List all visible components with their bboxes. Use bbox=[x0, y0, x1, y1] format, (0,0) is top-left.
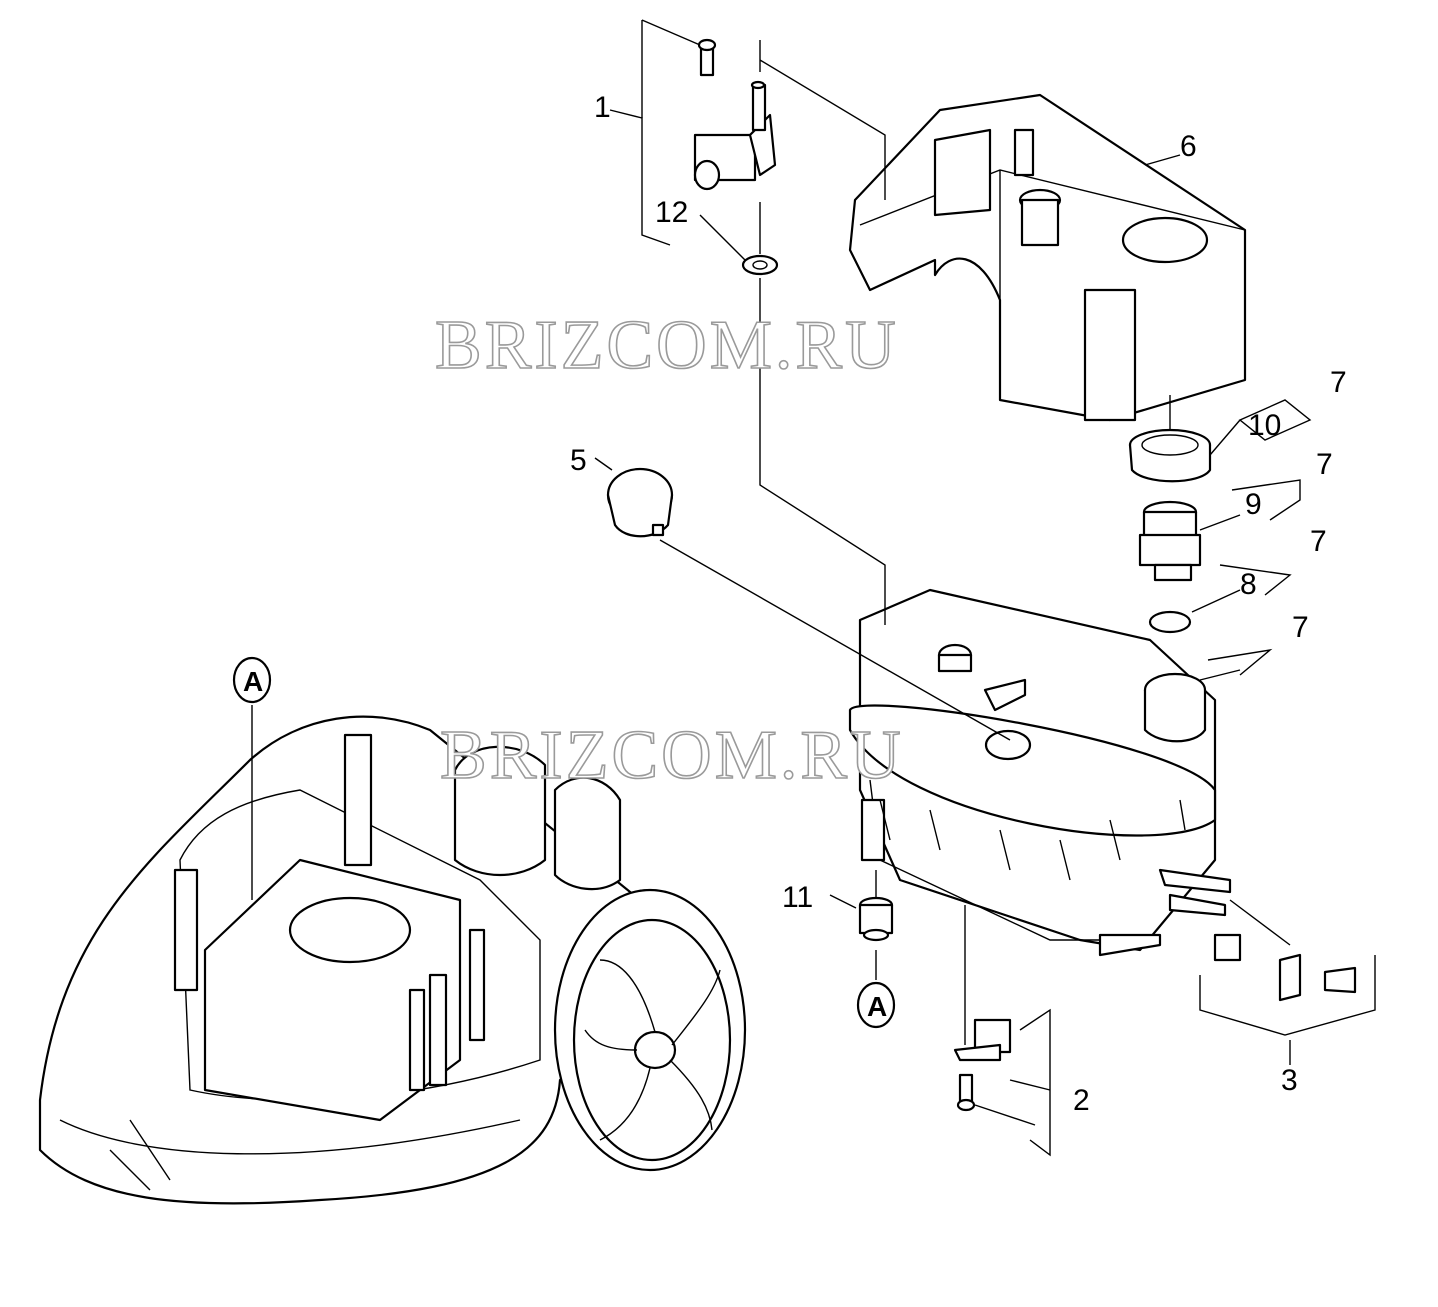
part-label-5: 5 bbox=[570, 444, 587, 477]
leader-lines bbox=[251, 19, 1376, 1157]
watermark-middle: BRIZCOM.RU bbox=[440, 717, 904, 794]
watermark-top: BRIZCOM.RU bbox=[435, 307, 899, 384]
part-label-9: 9 bbox=[1245, 488, 1262, 521]
ring-part-10 bbox=[1128, 428, 1212, 483]
reference-marker-top: A bbox=[232, 656, 272, 704]
part-label-8: 8 bbox=[1240, 568, 1257, 601]
base-housing bbox=[38, 715, 717, 1205]
solenoid-valve bbox=[693, 38, 777, 191]
reference-marker-top-label: A bbox=[243, 666, 263, 697]
part-label-3: 3 bbox=[1281, 1064, 1298, 1097]
part-label-11: 11 bbox=[782, 881, 813, 914]
pressure-switch-part-5 bbox=[606, 467, 674, 538]
reference-marker-bottom-label: A bbox=[867, 991, 887, 1022]
connector-part-3 bbox=[1213, 933, 1357, 1002]
top-cover bbox=[848, 93, 1247, 422]
part-label-10: 10 bbox=[1248, 409, 1281, 442]
part-label-7-b: 7 bbox=[1316, 448, 1333, 481]
threaded-insert-part-9 bbox=[1138, 500, 1202, 582]
part-label-7-c: 7 bbox=[1310, 525, 1327, 558]
part-label-1: 1 bbox=[594, 91, 611, 124]
reference-marker-bottom: A bbox=[856, 981, 896, 1029]
washer-part-12 bbox=[741, 254, 779, 276]
part-label-2: 2 bbox=[1073, 1084, 1090, 1117]
part-label-7-d: 7 bbox=[1292, 611, 1309, 644]
part-label-6: 6 bbox=[1180, 130, 1197, 163]
boiler-tank bbox=[848, 588, 1232, 957]
part-label-12: 12 bbox=[655, 196, 688, 229]
part-label-7-a: 7 bbox=[1330, 366, 1347, 399]
foot-part-11 bbox=[858, 896, 894, 942]
wheel bbox=[553, 888, 747, 1172]
relay-part-2 bbox=[953, 1018, 1012, 1112]
o-ring-part-8 bbox=[1148, 610, 1192, 634]
